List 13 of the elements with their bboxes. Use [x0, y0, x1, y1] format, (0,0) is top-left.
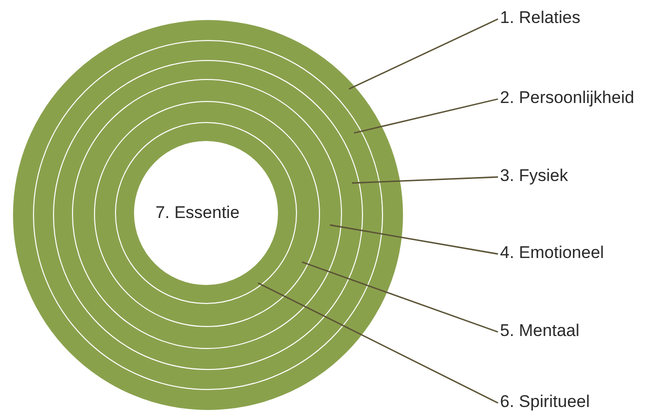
- leader-line: [302, 261, 498, 333]
- layer-label: 1. Relaties: [500, 8, 580, 28]
- layer-label: 5. Mentaal: [500, 321, 580, 341]
- leader-line: [330, 224, 498, 255]
- layer-label: 2. Persoonlijkheid: [500, 88, 634, 108]
- leader-line: [354, 98, 498, 134]
- layer-label: 3. Fysiek: [500, 166, 568, 186]
- leader-line: [258, 282, 498, 404]
- leader-line: [348, 18, 498, 90]
- leader-line: [352, 176, 498, 184]
- layer-label: 6. Spiritueel: [500, 392, 590, 412]
- center-label: 7. Essentie: [155, 202, 240, 222]
- layer-label: 4. Emotioneel: [500, 243, 604, 263]
